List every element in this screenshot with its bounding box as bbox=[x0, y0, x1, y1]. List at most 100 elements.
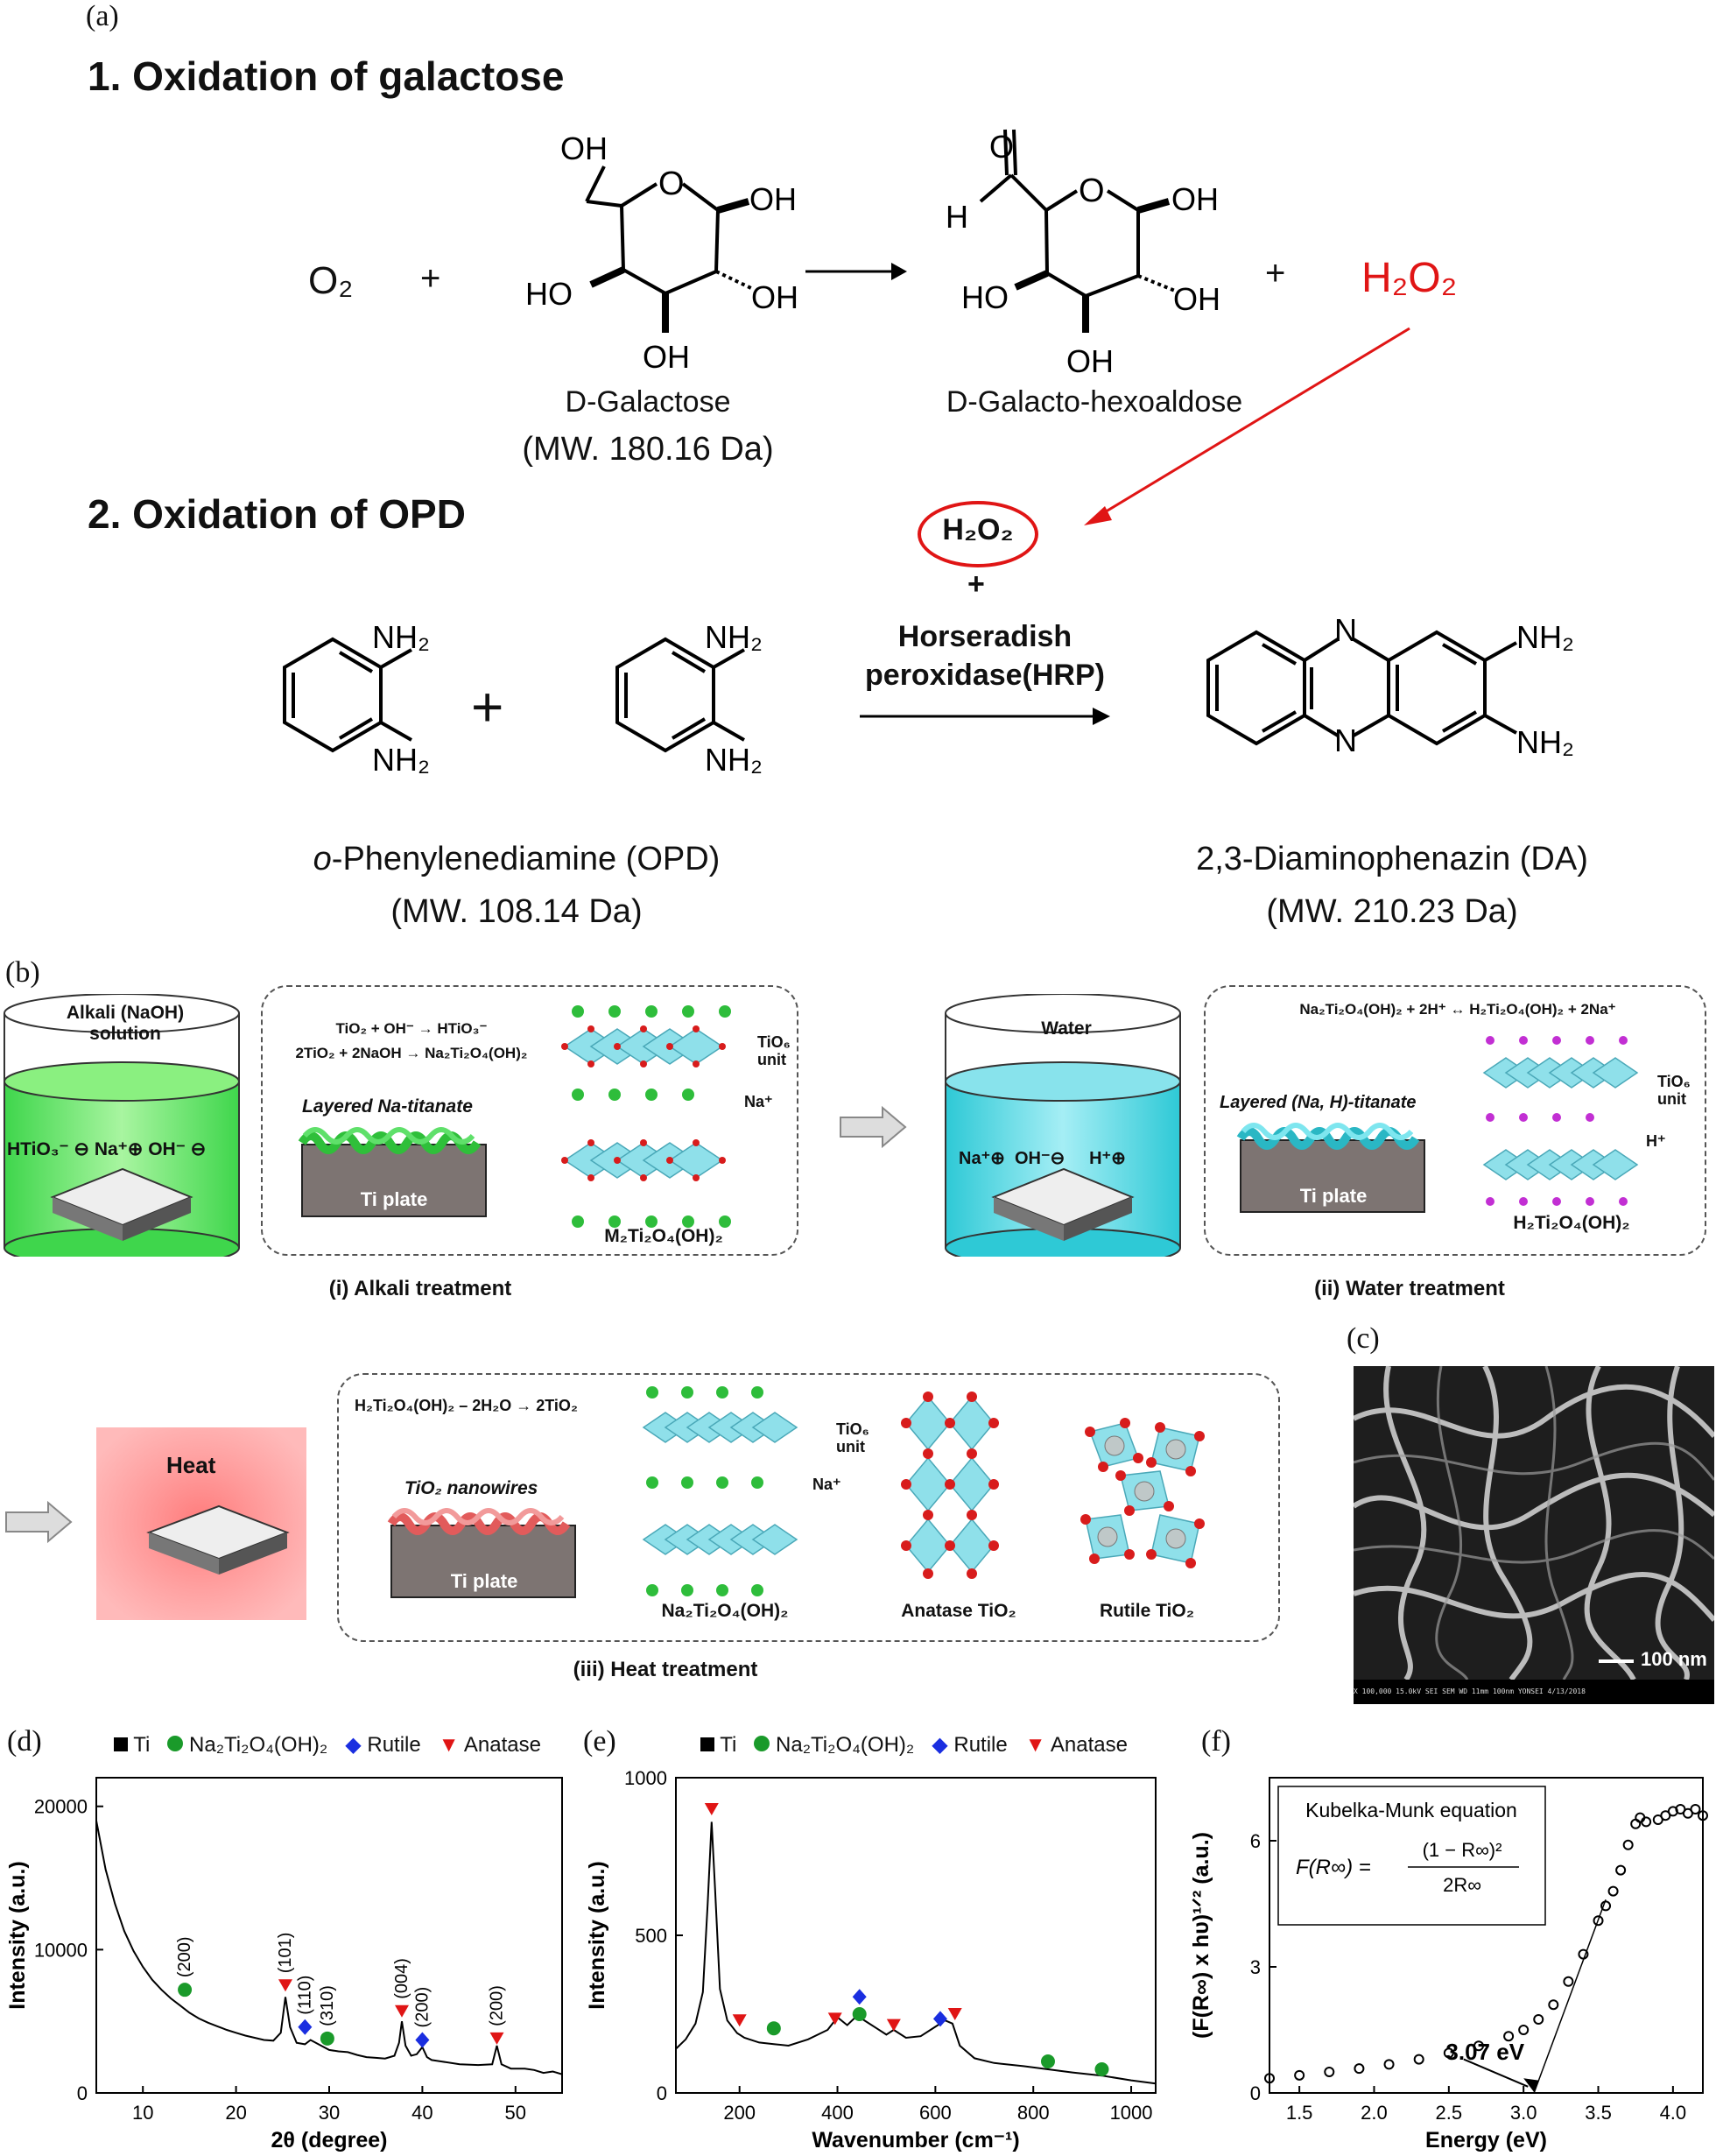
data-point bbox=[1518, 2025, 1530, 2035]
beaker2-label: Water bbox=[1041, 1018, 1092, 1039]
anatase-crystal bbox=[901, 1392, 999, 1579]
peak-label: (200) bbox=[412, 1987, 432, 2028]
legend-anatase-marker: ▼ bbox=[438, 1733, 460, 1757]
svg-text:OH: OH bbox=[1171, 181, 1219, 217]
h2o2-transfer-arrow bbox=[1084, 327, 1410, 525]
svg-text:O: O bbox=[1079, 173, 1105, 209]
svg-text:NH₂: NH₂ bbox=[1516, 724, 1574, 760]
ti-plate-2 bbox=[1236, 1123, 1425, 1213]
galactose-mw: (MW. 180.16 Da) bbox=[522, 431, 774, 468]
plot-frame bbox=[95, 1777, 563, 2094]
svg-text:NH₂: NH₂ bbox=[372, 742, 430, 778]
x-tick-label: 3.0 bbox=[1510, 2102, 1537, 2124]
sem-nanowire-texture bbox=[1354, 1366, 1714, 1681]
data-point bbox=[1593, 1915, 1604, 1927]
panel-label-a: (a) bbox=[86, 0, 119, 32]
alkali-beaker bbox=[4, 994, 240, 1257]
ti-plate-1 bbox=[298, 1127, 487, 1217]
legend-e-anatase-label: Anatase bbox=[1050, 1733, 1128, 1757]
legend-e: Ti Na₂Ti₂O₄(OH)₂ ◆ Rutile ▼ Anatase bbox=[700, 1732, 1128, 1758]
data-point bbox=[1622, 1839, 1634, 1850]
data-point bbox=[1641, 1816, 1652, 1828]
eq2: Na₂Ti₂O₄(OH)₂ + 2H⁺ ↔ H₂Ti₂O₄(OH)₂ + 2Na… bbox=[1299, 1001, 1616, 1018]
peak-label: (101) bbox=[276, 1933, 295, 1974]
layered1-label: Layered Na-titanate bbox=[302, 1096, 473, 1117]
enzyme-line1: Horseradish bbox=[897, 620, 1072, 653]
x-tick-label: 600 bbox=[919, 2102, 952, 2124]
peak-marker-na bbox=[1040, 2054, 1055, 2068]
reaction-arrow-2 bbox=[860, 708, 1110, 725]
data-point bbox=[1690, 1804, 1701, 1814]
x-tick-label: 3.5 bbox=[1585, 2102, 1612, 2124]
plus-big: + bbox=[471, 675, 504, 738]
legend-e-ti-label: Ti bbox=[720, 1733, 737, 1757]
legend-e-na-marker bbox=[754, 1736, 770, 1751]
peak-marker-rutile bbox=[932, 2011, 947, 2027]
data-point bbox=[1607, 1885, 1619, 1897]
panel-label-c: (c) bbox=[1347, 1322, 1380, 1355]
legend-rutile-label: Rutile bbox=[367, 1733, 421, 1757]
svg-text:HO: HO bbox=[961, 279, 1009, 315]
data-point bbox=[1563, 1976, 1574, 1987]
na-titanate-crystal bbox=[561, 1005, 731, 1228]
reaction-arrow-1 bbox=[805, 263, 907, 280]
bandgap-annotation: 3.07 eV bbox=[1445, 2039, 1524, 2065]
equation-title: Kubelka-Munk equation bbox=[1305, 1799, 1517, 1821]
tio6-label-3: TiO₆ bbox=[836, 1420, 869, 1438]
eq1a: TiO₂ + OH⁻ → HTiO₃⁻ bbox=[335, 1020, 488, 1037]
plot-frame bbox=[1269, 1777, 1704, 2094]
rutile-label: Rutile TiO₂ bbox=[1099, 1601, 1195, 1621]
svg-text:OH: OH bbox=[751, 279, 798, 315]
beaker1-ions: HTiO₃⁻ ⊖ Na⁺⊕ OH⁻ ⊖ bbox=[7, 1139, 207, 1159]
peak-marker-na bbox=[852, 2007, 867, 2021]
y-tick-label: 500 bbox=[635, 1925, 667, 1947]
da-name: 2,3-Diaminophenazin (DA) bbox=[1196, 841, 1588, 877]
step3-label: (iii) Heat treatment bbox=[573, 1658, 758, 1681]
svg-text:N: N bbox=[1334, 612, 1357, 648]
step1-label: (i) Alkali treatment bbox=[328, 1277, 512, 1300]
tio6-label-2: TiO₆ bbox=[1657, 1073, 1691, 1090]
legend-na-label: Na₂Ti₂O₄(OH)₂ bbox=[189, 1733, 328, 1757]
bandgap-arrow bbox=[1463, 2058, 1529, 2088]
x-tick-label: 10 bbox=[132, 2102, 153, 2124]
x-tick-label: 400 bbox=[821, 2102, 854, 2124]
svg-text:HO: HO bbox=[525, 276, 573, 312]
equation-lhs: F(R∞) = bbox=[1296, 1856, 1371, 1879]
x-tick-label: 30 bbox=[319, 2102, 340, 2124]
legend-e-rutile-label: Rutile bbox=[953, 1733, 1008, 1757]
y-tick-label: 0 bbox=[77, 2082, 88, 2104]
peak-marker-anatase bbox=[947, 2008, 962, 2020]
data-point bbox=[1548, 1999, 1559, 2011]
y-tick-label: 20000 bbox=[34, 1796, 88, 1818]
peak-marker-na bbox=[1094, 2062, 1109, 2076]
legend-ti-label: Ti bbox=[133, 1733, 151, 1757]
na2-formula: Na₂Ti₂O₄(OH)₂ bbox=[661, 1601, 789, 1621]
series-line bbox=[95, 1820, 563, 2075]
peak-marker-anatase bbox=[732, 2014, 747, 2027]
rutile-crystal bbox=[1080, 1418, 1205, 1568]
x-tick-label: 4.0 bbox=[1660, 2102, 1687, 2124]
x-tick-label: 20 bbox=[225, 2102, 246, 2124]
h2o2-product: H₂O₂ bbox=[1361, 255, 1458, 301]
na-label-1: Na⁺ bbox=[744, 1093, 773, 1110]
process-arrow-1 bbox=[840, 1105, 907, 1149]
plus-2: + bbox=[1265, 254, 1286, 292]
data-point bbox=[1354, 2063, 1365, 2075]
unit-label-3: unit bbox=[836, 1438, 865, 1455]
data-point bbox=[1615, 1864, 1627, 1876]
y-tick-label: 0 bbox=[1250, 2082, 1261, 2104]
peak-label: (200) bbox=[488, 1985, 507, 2026]
legend-e-rutile-marker: ◆ bbox=[932, 1733, 948, 1757]
peak-marker-na bbox=[320, 2031, 334, 2046]
svg-text:OH: OH bbox=[1173, 281, 1220, 317]
opd-structure-1: NH₂ NH₂ bbox=[283, 619, 430, 778]
x-tick-label: 800 bbox=[1017, 2102, 1050, 2124]
alkali-detail-box bbox=[261, 985, 798, 1256]
x-axis-label: Energy (eV) bbox=[1425, 2128, 1547, 2152]
nanowires-label: TiO₂ nanowires bbox=[404, 1478, 538, 1498]
svg-text:OH: OH bbox=[643, 339, 690, 375]
ti-plate-1-label: Ti plate bbox=[360, 1188, 428, 1210]
h2o2-circle bbox=[918, 501, 1038, 567]
step2-label: (ii) Water treatment bbox=[1314, 1277, 1505, 1300]
